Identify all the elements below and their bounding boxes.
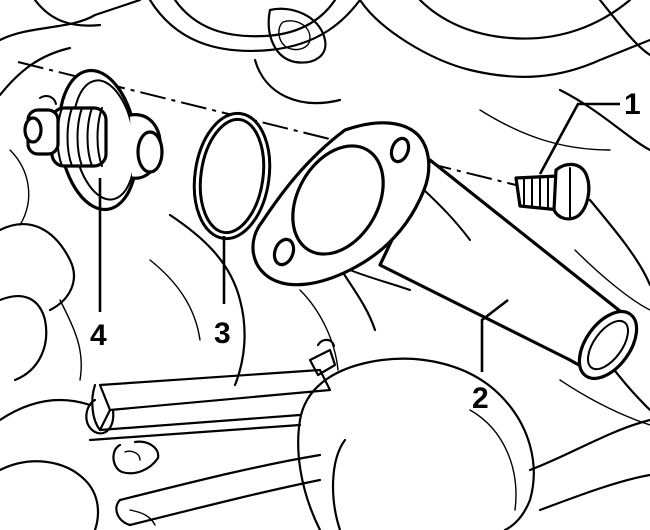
thermostat-spring [50, 106, 108, 168]
callout-2-label: 2 [472, 382, 489, 415]
callout-4-label: 4 [90, 319, 107, 352]
o-ring-part [192, 111, 272, 241]
callout-3-label: 3 [214, 317, 231, 350]
callout-1-label: 1 [624, 88, 641, 121]
bolt-part [514, 162, 591, 221]
thermostat-part [23, 68, 164, 212]
callout-leaders [98, 102, 620, 372]
coolant-flange-part [251, 121, 639, 380]
